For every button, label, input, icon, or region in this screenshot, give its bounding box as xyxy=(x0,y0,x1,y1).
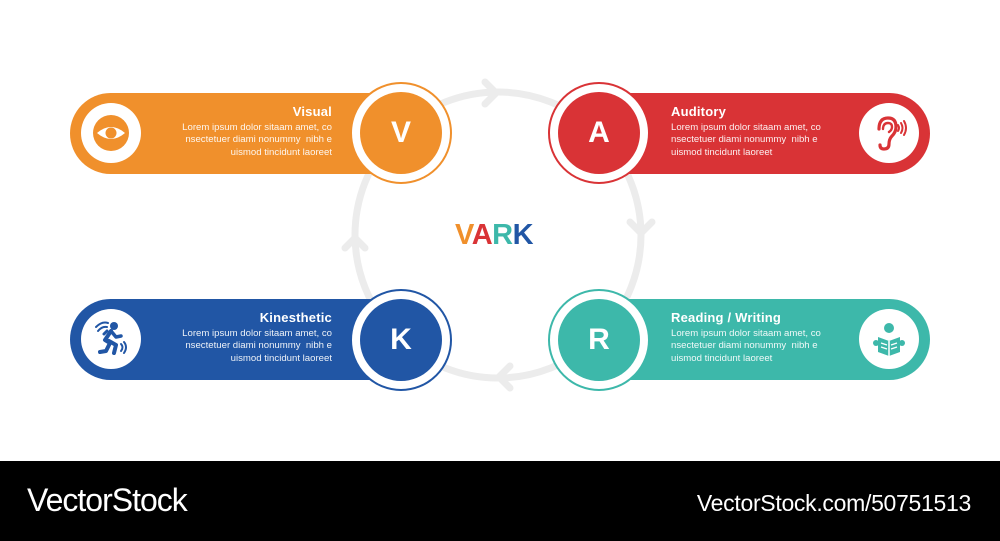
visual-description: Lorem ipsum dolor sitaam amet, co nsecte… xyxy=(182,122,332,158)
cycle-arrow-top xyxy=(481,78,501,108)
cycle-arrow-left xyxy=(341,233,369,252)
ear-icon xyxy=(877,116,907,151)
eye-icon xyxy=(93,115,129,151)
running-person-icon xyxy=(95,321,127,355)
footer-url: VectorStock.com/50751513 xyxy=(696,490,971,516)
cycle-ring xyxy=(341,78,656,392)
center-letter-v: V xyxy=(455,219,472,251)
footer-brand: VectorStock xyxy=(27,482,188,518)
auditory-text: Auditory Lorem ipsum dolor sitaam amet, … xyxy=(671,104,821,159)
reading-writing-title: Reading / Writing xyxy=(671,310,782,325)
visual-text: Visual Lorem ipsum dolor sitaam amet, co… xyxy=(182,104,332,159)
kinesthetic-icon-container xyxy=(81,309,141,369)
visual-letter-badge: V xyxy=(350,82,452,184)
reading-writing-text: Reading / Writing Lorem ipsum dolor sita… xyxy=(671,310,821,365)
reading-writing-letter: R xyxy=(558,299,640,381)
kinesthetic-title: Kinesthetic xyxy=(259,310,332,325)
kinesthetic-letter: K xyxy=(360,299,442,381)
reading-person-icon xyxy=(873,323,905,356)
visual-letter: V xyxy=(360,92,442,174)
kinesthetic-text: Kinesthetic Lorem ipsum dolor sitaam ame… xyxy=(182,310,332,365)
visual-icon-container xyxy=(81,103,141,163)
vark-diagram: Visual Lorem ipsum dolor sitaam amet, co… xyxy=(70,78,930,392)
reading-writing-icon-container xyxy=(859,309,919,369)
kinesthetic-letter-badge: K xyxy=(350,289,452,391)
auditory-description: Lorem ipsum dolor sitaam amet, co nsecte… xyxy=(671,122,821,158)
kinesthetic-description: Lorem ipsum dolor sitaam amet, co nsecte… xyxy=(182,328,332,364)
center-letter-r: R xyxy=(492,219,513,251)
auditory-letter-badge: A xyxy=(548,82,650,184)
auditory-icon-container xyxy=(859,103,919,163)
visual-title: Visual xyxy=(292,104,332,119)
auditory-title: Auditory xyxy=(671,104,727,119)
reading-writing-description: Lorem ipsum dolor sitaam amet, co nsecte… xyxy=(671,328,821,364)
center-letter-k: K xyxy=(512,219,534,251)
watermark-footer: VectorStock VectorStock.com/50751513 xyxy=(0,461,1000,541)
cycle-arrow-right xyxy=(626,218,656,238)
auditory-letter: A xyxy=(558,92,640,174)
center-letter-a: A xyxy=(471,219,493,251)
center-title-vark: VARK xyxy=(455,219,534,252)
reading-writing-letter-badge: R xyxy=(548,289,650,391)
cycle-arrow-bottom xyxy=(494,362,514,392)
